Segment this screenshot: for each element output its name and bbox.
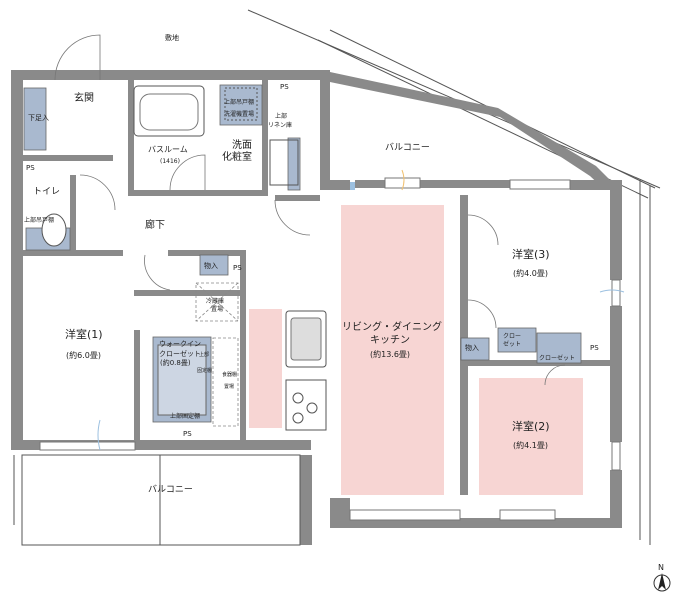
ps-label-5: PS: [590, 344, 599, 352]
wic-label-1: ウォークイン: [159, 340, 201, 348]
wic-shelf-bottom: 上部固定棚: [170, 412, 200, 420]
kitchen-highlight: [249, 309, 282, 428]
balcony-top-label: バルコニー: [385, 142, 430, 153]
toilet-upper-label: 上部吊戸棚: [24, 216, 54, 224]
bathroom-label: バスルーム: [148, 145, 188, 154]
dish-label-1: 食器棚: [222, 371, 237, 378]
linen-shelf-upper: 上部: [275, 112, 287, 120]
storage-2: [460, 337, 490, 361]
ps-label-4: PS: [183, 430, 192, 438]
toilet-icon: [41, 213, 67, 247]
window-icon: [39, 169, 625, 521]
site-note: 敷地: [165, 33, 179, 42]
wic-shelf-side-2: 固定棚: [197, 367, 212, 374]
wic-size: (約0.8畳): [160, 358, 191, 367]
wic-shelf-side-1: 上部: [199, 351, 209, 358]
north-arrow-icon: N: [653, 563, 671, 592]
ps-label-3: PS: [233, 264, 242, 272]
stove-icon: [285, 379, 327, 431]
washroom-label-2: 化粧室: [222, 150, 252, 163]
dish-shelf-space: [212, 337, 239, 427]
stove-burner-icon: [292, 412, 304, 424]
room3-name: 洋室(3): [512, 247, 550, 261]
ldk-label-1: リビング・ダイニング: [342, 320, 442, 333]
door-swing-icon: [54, 34, 566, 386]
closet-room3-label-2: ゼット: [503, 340, 521, 348]
vanity-counter: [269, 139, 299, 186]
room2-name: 洋室(2): [512, 419, 550, 433]
ldk-label-2: キッチン: [370, 334, 410, 346]
room3-size: (約4.0畳): [513, 268, 548, 278]
bathtub-icon: [133, 85, 205, 137]
closet-room3: [497, 327, 537, 353]
toilet-label: トイレ: [33, 187, 60, 197]
shoe-box: [23, 87, 47, 151]
fridge-label-1: 冷蔵庫: [206, 297, 224, 305]
closet-room3-label-1: クロー: [503, 333, 521, 340]
linen-shelf-lower: リネン庫: [268, 121, 292, 129]
upper-cabinet-label: 上部吊戸棚: [224, 98, 254, 106]
room2-highlight: [479, 378, 583, 495]
outer-walls: [11, 70, 622, 545]
vanity-sink-icon: [287, 137, 301, 191]
closet-room2: [536, 332, 582, 364]
storage-1-label: 物入: [204, 261, 218, 270]
washer-area: [219, 84, 263, 126]
closet-room2-label: クローゼット: [539, 354, 575, 362]
storage-2-label: 物入: [465, 343, 479, 352]
north-label: N: [658, 563, 664, 572]
washroom-label-1: 洗面: [232, 139, 252, 151]
balcony-bottom: [21, 454, 301, 546]
bathroom-size: (1416): [160, 158, 180, 165]
fridge-label-2: 置場: [211, 305, 223, 313]
washer-area-label: 洗濯機置場: [224, 110, 254, 118]
fridge-space: [195, 282, 239, 322]
dish-label-2: 置場: [224, 383, 234, 390]
washer-outline: [224, 87, 258, 121]
ps-label-1: PS: [280, 83, 289, 91]
bathtub-inner: [139, 93, 199, 131]
room2-size: (約4.1畳): [513, 440, 548, 450]
shoe-box-label: 下足入: [28, 114, 49, 122]
room1-size: (約6.0畳): [66, 350, 101, 360]
balcony-bottom-label: バルコニー: [148, 484, 193, 495]
storage-1: [199, 254, 229, 276]
ldk-highlight: [341, 205, 444, 495]
sink-icon: [285, 310, 327, 368]
stove-burner-icon: [292, 392, 304, 404]
stove-burner-icon: [306, 402, 318, 414]
room1-name: 洋室(1): [65, 327, 103, 341]
ps-label-2: PS: [26, 164, 35, 172]
wic-label-2: クローゼット: [159, 349, 201, 358]
walk-in-closet: [157, 344, 207, 416]
hallway-label: 廊下: [145, 218, 165, 231]
sink-basin: [290, 317, 322, 361]
entrance-label: 玄関: [74, 91, 94, 104]
ldk-size: (約13.6畳): [370, 349, 410, 359]
